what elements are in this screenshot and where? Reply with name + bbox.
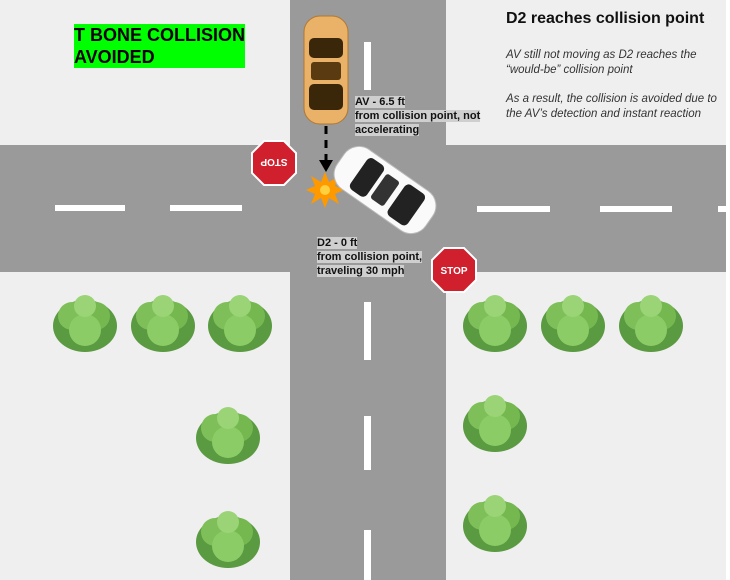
d2-car: [333, 145, 437, 235]
bush: [196, 407, 260, 464]
bush: [619, 295, 683, 352]
lane-dash: [364, 302, 371, 360]
svg-text:STOP: STOP: [260, 156, 287, 167]
lane-dash: [600, 206, 672, 212]
bush: [463, 495, 527, 552]
panel-desc-2: As a result, the collision is avoided du…: [506, 93, 717, 120]
av-car: [303, 15, 349, 125]
svg-text:STOP: STOP: [440, 266, 467, 277]
bush: [131, 295, 195, 352]
lane-dash: [477, 206, 550, 212]
bush: [541, 295, 605, 352]
impact-icon: [306, 172, 344, 208]
bush: [463, 295, 527, 352]
path-arrow: [319, 126, 333, 172]
bush: [196, 511, 260, 568]
lane-dash: [55, 205, 125, 211]
lane-dash: [718, 206, 726, 212]
bush: [463, 395, 527, 452]
panel-title: D2 reaches collision point: [506, 10, 705, 27]
lane-dash: [170, 205, 242, 211]
bush: [53, 295, 117, 352]
bush: [208, 295, 272, 352]
stop-sign: STOP: [251, 140, 297, 186]
panel-desc-1: AV still not moving as D2 reaches the “w…: [506, 49, 697, 76]
lane-dash: [364, 42, 371, 90]
stop-sign: STOP: [431, 247, 477, 293]
lane-dash: [364, 530, 371, 580]
lane-dash: [364, 416, 371, 470]
